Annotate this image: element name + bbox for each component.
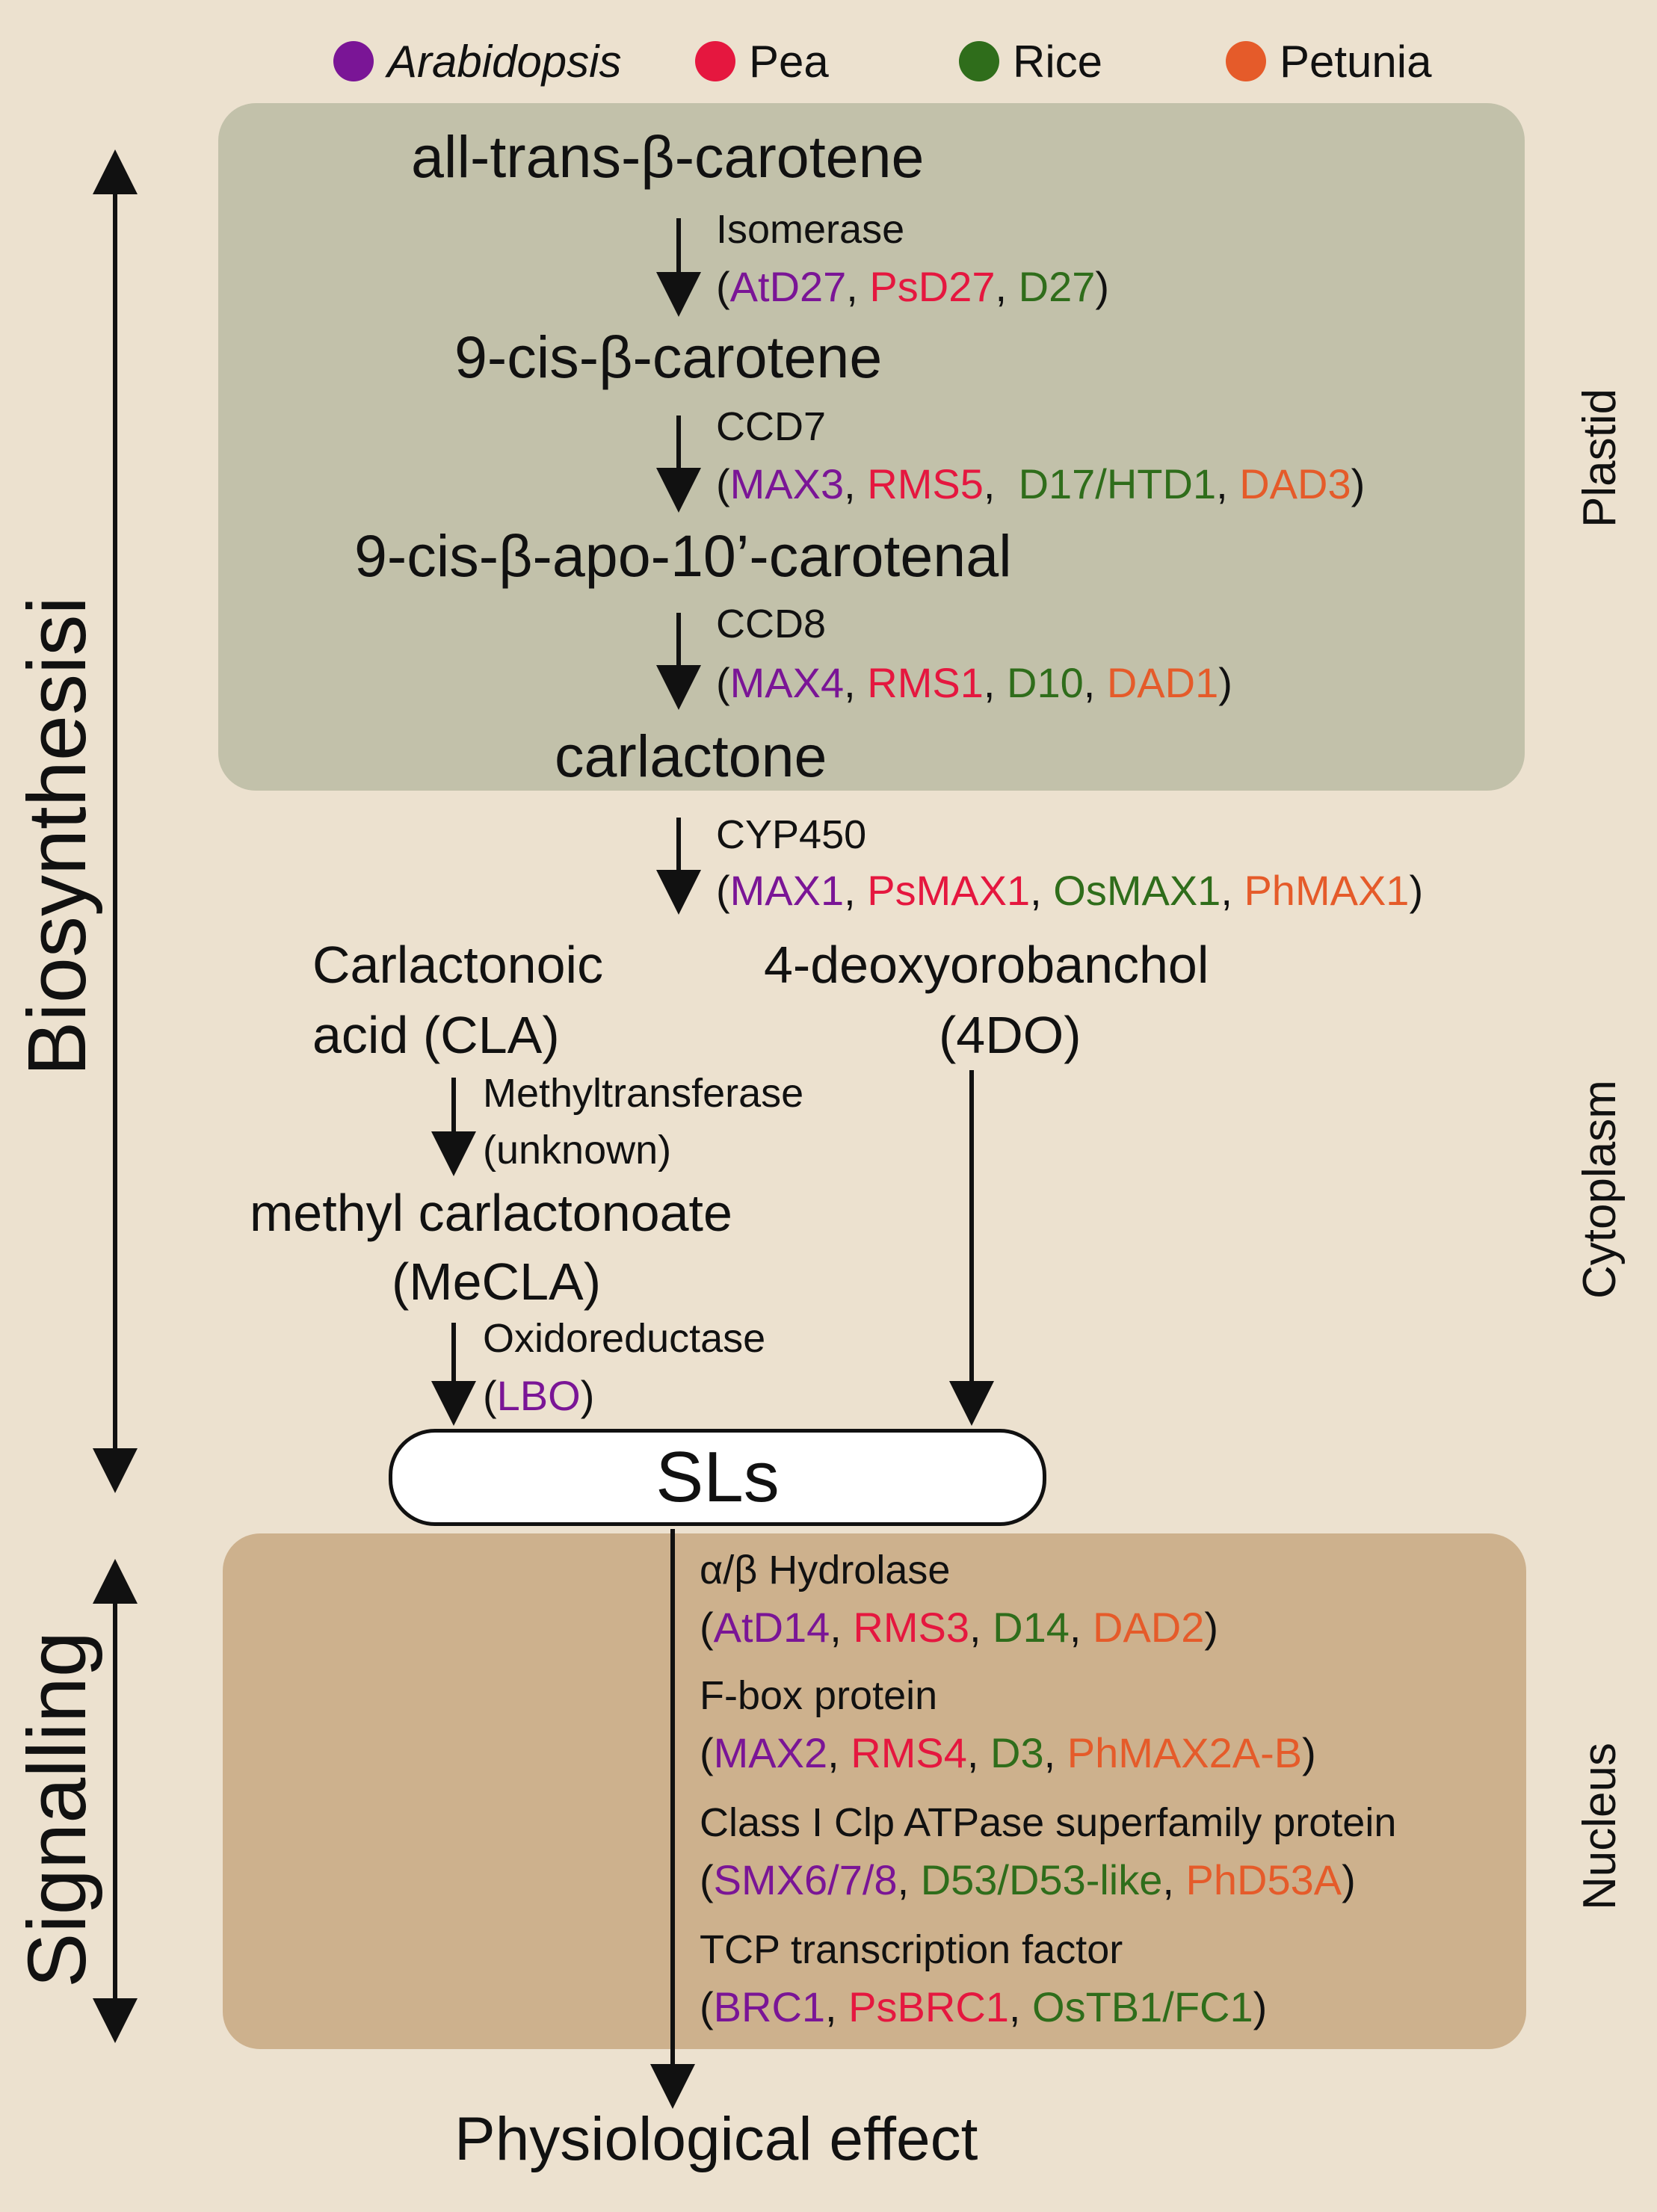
cytoplasm-label: Cytoplasm xyxy=(1574,1080,1626,1299)
signalling-label: Signalling xyxy=(11,1631,103,1988)
biosynthesis-label: Biosynthesisi xyxy=(11,596,103,1076)
gene-rice: D53/D53-like xyxy=(920,1856,1163,1903)
compound-apo-carotenal: 9-cis-β-apo-10’-carotenal xyxy=(354,522,1012,589)
legend-label: Pea xyxy=(749,36,829,87)
gene-arabidopsis: MAX2 xyxy=(713,1729,828,1776)
gene-petunia: PhD53A xyxy=(1185,1856,1342,1903)
physiological-effect: Physiological effect xyxy=(454,2105,978,2173)
sls-box: SLs xyxy=(389,1429,1046,1526)
signal-tcp: TCP transcription factor xyxy=(700,1927,1123,1972)
pea-dot-icon xyxy=(695,41,735,81)
gene-rice: OsTB1/FC1 xyxy=(1032,1983,1253,2030)
genes-clp-atpase: (SMX6/7/8, D53/D53-like, PhD53A) xyxy=(700,1856,1356,1903)
legend-label: Petunia xyxy=(1280,36,1432,87)
gene-petunia: PhMAX2A-B xyxy=(1067,1729,1303,1776)
enzyme-ccd7: CCD7 xyxy=(716,404,827,449)
gene-petunia: PhMAX1 xyxy=(1244,867,1410,914)
genes-fbox: (MAX2, RMS4, D3, PhMAX2A-B) xyxy=(700,1729,1316,1776)
compound-cla-line1: Carlactonoic xyxy=(312,936,604,994)
signal-clp-atpase: Class I Clp ATPase superfamily protein xyxy=(700,1800,1397,1845)
genes-ccd7: (MAX3, RMS5, D17/HTD1, DAD3) xyxy=(716,460,1366,507)
sls-label: SLs xyxy=(655,1437,780,1517)
gene-pea: RMS5 xyxy=(867,460,984,507)
plastid-label: Plastid xyxy=(1574,388,1626,528)
gene-arabidopsis: AtD14 xyxy=(713,1604,830,1651)
gene-petunia: DAD2 xyxy=(1093,1604,1205,1651)
enzyme-oxidoreductase: Oxidoreductase xyxy=(483,1316,766,1361)
compound-mecla-line2: (MeCLA) xyxy=(392,1252,602,1311)
gene-arabidopsis: AtD27 xyxy=(729,263,847,310)
gene-pea: RMS1 xyxy=(867,659,984,706)
genes-cyp450: (MAX1, PsMAX1, OsMAX1, PhMAX1) xyxy=(716,867,1424,914)
gene-arabidopsis: BRC1 xyxy=(713,1983,826,2030)
legend-pea: Pea xyxy=(695,33,829,90)
gene-arabidopsis: LBO xyxy=(496,1372,581,1419)
gene-rice: D27 xyxy=(1018,263,1096,310)
compound-all-trans-beta-carotene: all-trans-β-carotene xyxy=(411,123,925,190)
legend-rice: Rice xyxy=(959,33,1102,90)
compound-carlactone: carlactone xyxy=(555,723,827,789)
enzyme-isomerase: Isomerase xyxy=(716,207,905,252)
compound-4do-line1: 4-deoxyorobanchol xyxy=(764,936,1209,994)
nucleus-label: Nucleus xyxy=(1574,1743,1626,1910)
legend-arabidopsis: Arabidopsis xyxy=(333,33,622,90)
gene-rice: D17/HTD1 xyxy=(1018,460,1217,507)
gene-arabidopsis: MAX3 xyxy=(729,460,845,507)
gene-pea: RMS3 xyxy=(853,1604,970,1651)
compound-9-cis-beta-carotene: 9-cis-β-carotene xyxy=(454,324,883,390)
legend-label: Arabidopsis xyxy=(387,36,622,87)
arabidopsis-dot-icon xyxy=(333,41,374,81)
legend-label: Rice xyxy=(1013,36,1103,87)
plastid-region xyxy=(218,103,1525,791)
rice-dot-icon xyxy=(959,41,999,81)
petunia-dot-icon xyxy=(1226,41,1266,81)
nucleus-region xyxy=(223,1533,1526,2049)
gene-petunia: DAD3 xyxy=(1239,460,1351,507)
enzyme-ccd8: CCD8 xyxy=(716,602,827,646)
gene-petunia: DAD1 xyxy=(1106,659,1219,706)
signal-hydrolase: α/β Hydrolase xyxy=(700,1548,951,1592)
genes-ccd8: (MAX4, RMS1, D10, DAD1) xyxy=(716,659,1232,706)
enzyme-methyltransferase: Methyltransferase xyxy=(483,1071,804,1116)
compound-4do-line2: (4DO) xyxy=(939,1006,1081,1064)
genes-hydrolase: (AtD14, RMS3, D14, DAD2) xyxy=(700,1604,1219,1651)
genes-isomerase: (AtD27, PsD27, D27) xyxy=(716,263,1110,310)
gene-rice: D3 xyxy=(990,1729,1044,1776)
gene-arabidopsis: MAX4 xyxy=(729,659,845,706)
enzyme-cyp450: CYP450 xyxy=(716,812,867,857)
genes-oxidoreductase: (LBO) xyxy=(483,1372,595,1419)
signal-fbox: F-box protein xyxy=(700,1673,938,1718)
gene-rice: D14 xyxy=(993,1604,1070,1651)
compound-mecla-line1: methyl carlactonoate xyxy=(250,1184,732,1242)
gene-rice: D10 xyxy=(1007,659,1084,706)
compound-cla-line2: acid (CLA) xyxy=(312,1006,560,1064)
gene-arabidopsis: MAX1 xyxy=(729,867,845,914)
gene-arabidopsis: SMX6/7/8 xyxy=(713,1856,898,1903)
gene-pea: RMS4 xyxy=(851,1729,967,1776)
gene-pea: PsD27 xyxy=(869,263,996,310)
genes-tcp: (BRC1, PsBRC1, OsTB1/FC1) xyxy=(700,1983,1268,2030)
legend-petunia: Petunia xyxy=(1226,33,1432,90)
gene-pea: PsMAX1 xyxy=(867,867,1031,914)
gene-rice: OsMAX1 xyxy=(1053,867,1221,914)
gene-pea: PsBRC1 xyxy=(848,1983,1009,2030)
enzyme-methyltransferase-note: (unknown) xyxy=(483,1128,672,1173)
